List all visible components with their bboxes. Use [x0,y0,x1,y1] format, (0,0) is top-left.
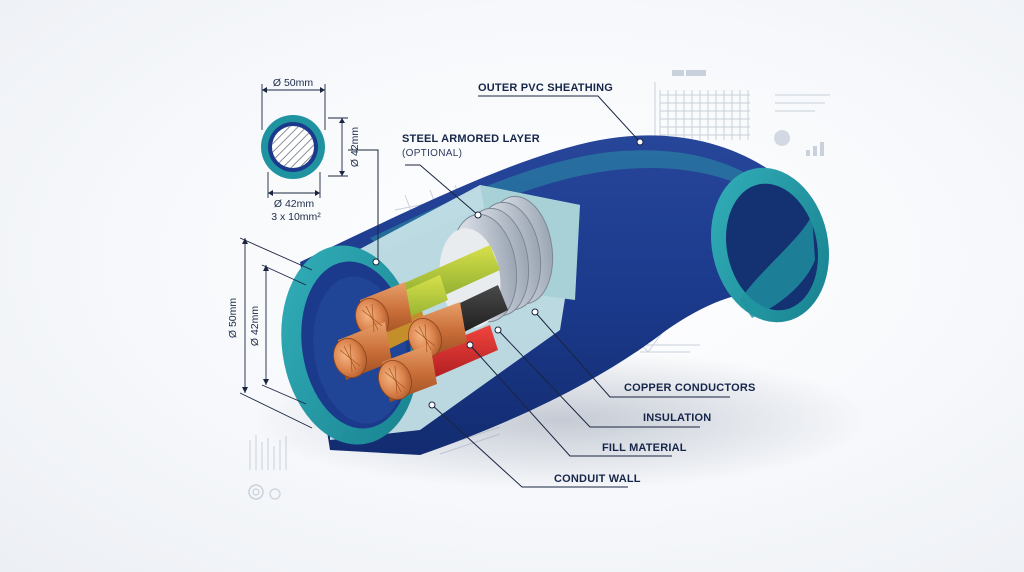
conduit-teal-band [370,150,770,252]
inset-top-diameter: Ø 50mm [273,77,314,89]
main-dimension-lines [239,237,313,429]
label-conduit-wall: CONDUIT WALL [554,473,641,485]
label-outer-pvc-sheathing: OUTER PVC SHEATHING [478,82,613,94]
inset-bottom-diameter: Ø 42mm [274,198,315,210]
callout-leaders [372,95,730,488]
inset-bracket-line [348,149,379,222]
label-fill-material: FILL MATERIAL [602,442,687,454]
label-steel-armored-layer: STEEL ARMORED LAYER [402,133,540,145]
label-steel-armored-optional: (OPTIONAL) [402,148,462,159]
label-insulation: INSULATION [643,412,711,424]
conduit-elbow [281,135,830,456]
background-decoration [248,70,830,500]
copper-conductor-ends [333,282,467,402]
main-outer-diameter: Ø 50mm [227,298,239,339]
label-copper-conductors: COPPER CONDUCTORS [624,382,756,394]
inset-cross-section [261,84,348,198]
main-inner-diameter: Ø 42mm [249,306,261,347]
conductor-spec: 3 x 10mm² [271,211,321,223]
inset-side-diameter: Ø 42mm [349,127,361,168]
